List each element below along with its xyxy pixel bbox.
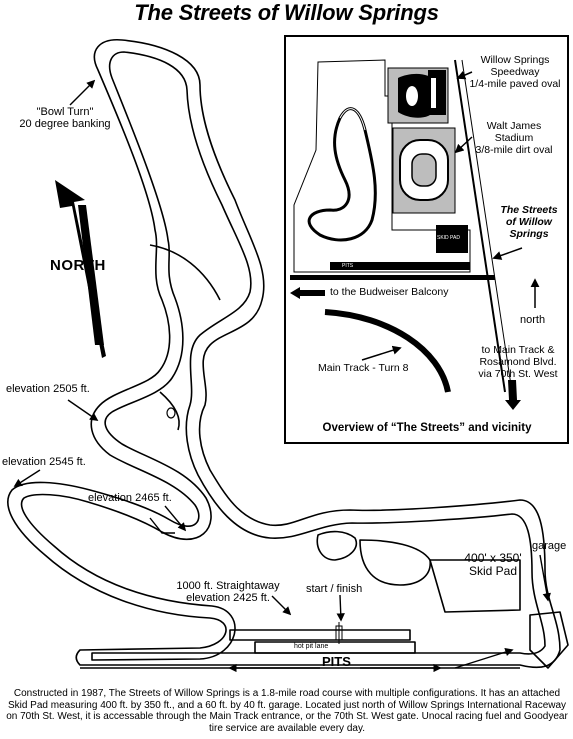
garage-label: garage bbox=[532, 540, 567, 552]
north-arrow-icon bbox=[55, 180, 106, 358]
inset-property-outline bbox=[293, 59, 471, 273]
north-label: NORTH bbox=[50, 257, 106, 274]
pit-lane-outer bbox=[229, 629, 411, 641]
inset-north-label: north bbox=[520, 314, 546, 326]
skid-pad-area bbox=[429, 559, 521, 613]
description-paragraph: Constructed in 1987, The Streets of Will… bbox=[6, 688, 568, 734]
hot-pit-lane-label: hot pit lane bbox=[294, 643, 329, 650]
track-inner-edge bbox=[20, 51, 546, 661]
pointer-arrows bbox=[13, 79, 551, 673]
page-title: The Streets of Willow Springs bbox=[134, 0, 439, 25]
start-finish-label: start / finish bbox=[306, 583, 363, 595]
inset-budweiser-label: to the Budweiser Balcony bbox=[330, 286, 449, 298]
straightaway-label: 1000 ft. Straightaway elevation 2425 ft. bbox=[176, 580, 280, 604]
infield-loop-2 bbox=[359, 539, 431, 586]
inset-box bbox=[284, 35, 569, 444]
elevation-2545-label: elevation 2545 ft. bbox=[2, 456, 86, 468]
track-outer-edge bbox=[7, 39, 561, 669]
inset-skid-pad-text: SKID PAD bbox=[437, 235, 460, 241]
hot-pit-lane bbox=[254, 641, 416, 654]
main-track-arrow-icon bbox=[505, 380, 521, 410]
inset-turn8-label: Main Track - Turn 8 bbox=[318, 362, 409, 374]
garage-area bbox=[529, 611, 569, 669]
inset-main-track-label: to Main Track & Rosamond Blvd. via 70th … bbox=[478, 344, 558, 380]
inset-speedway-label: Willow Springs Speedway 1/4-mile paved o… bbox=[469, 54, 561, 90]
inset-pits-text: PITS bbox=[342, 263, 354, 269]
elevation-2505-label: elevation 2505 ft. bbox=[6, 383, 90, 395]
infield-connector bbox=[149, 244, 221, 301]
inset-stadium-label: Walt James Stadium 3/8-mile dirt oval bbox=[475, 120, 553, 156]
inset-streets-label: The Streets of Willow Springs bbox=[500, 204, 558, 240]
infield-connector-2 bbox=[159, 391, 180, 431]
marker-circle bbox=[166, 407, 176, 419]
inset-course bbox=[307, 107, 377, 242]
elevation-2465-label: elevation 2465 ft. bbox=[88, 492, 172, 504]
budweiser-arrow-icon bbox=[290, 287, 325, 299]
turn8-arc bbox=[324, 309, 451, 393]
pits-label: PITS bbox=[322, 654, 351, 669]
inset-caption: Overview of “The Streets” and vicinity bbox=[322, 422, 532, 434]
infield-loop bbox=[316, 530, 357, 561]
skid-pad-label: 400' x 350' Skid Pad bbox=[464, 551, 522, 578]
bowl-turn-label: "Bowl Turn" 20 degree banking bbox=[19, 106, 111, 130]
